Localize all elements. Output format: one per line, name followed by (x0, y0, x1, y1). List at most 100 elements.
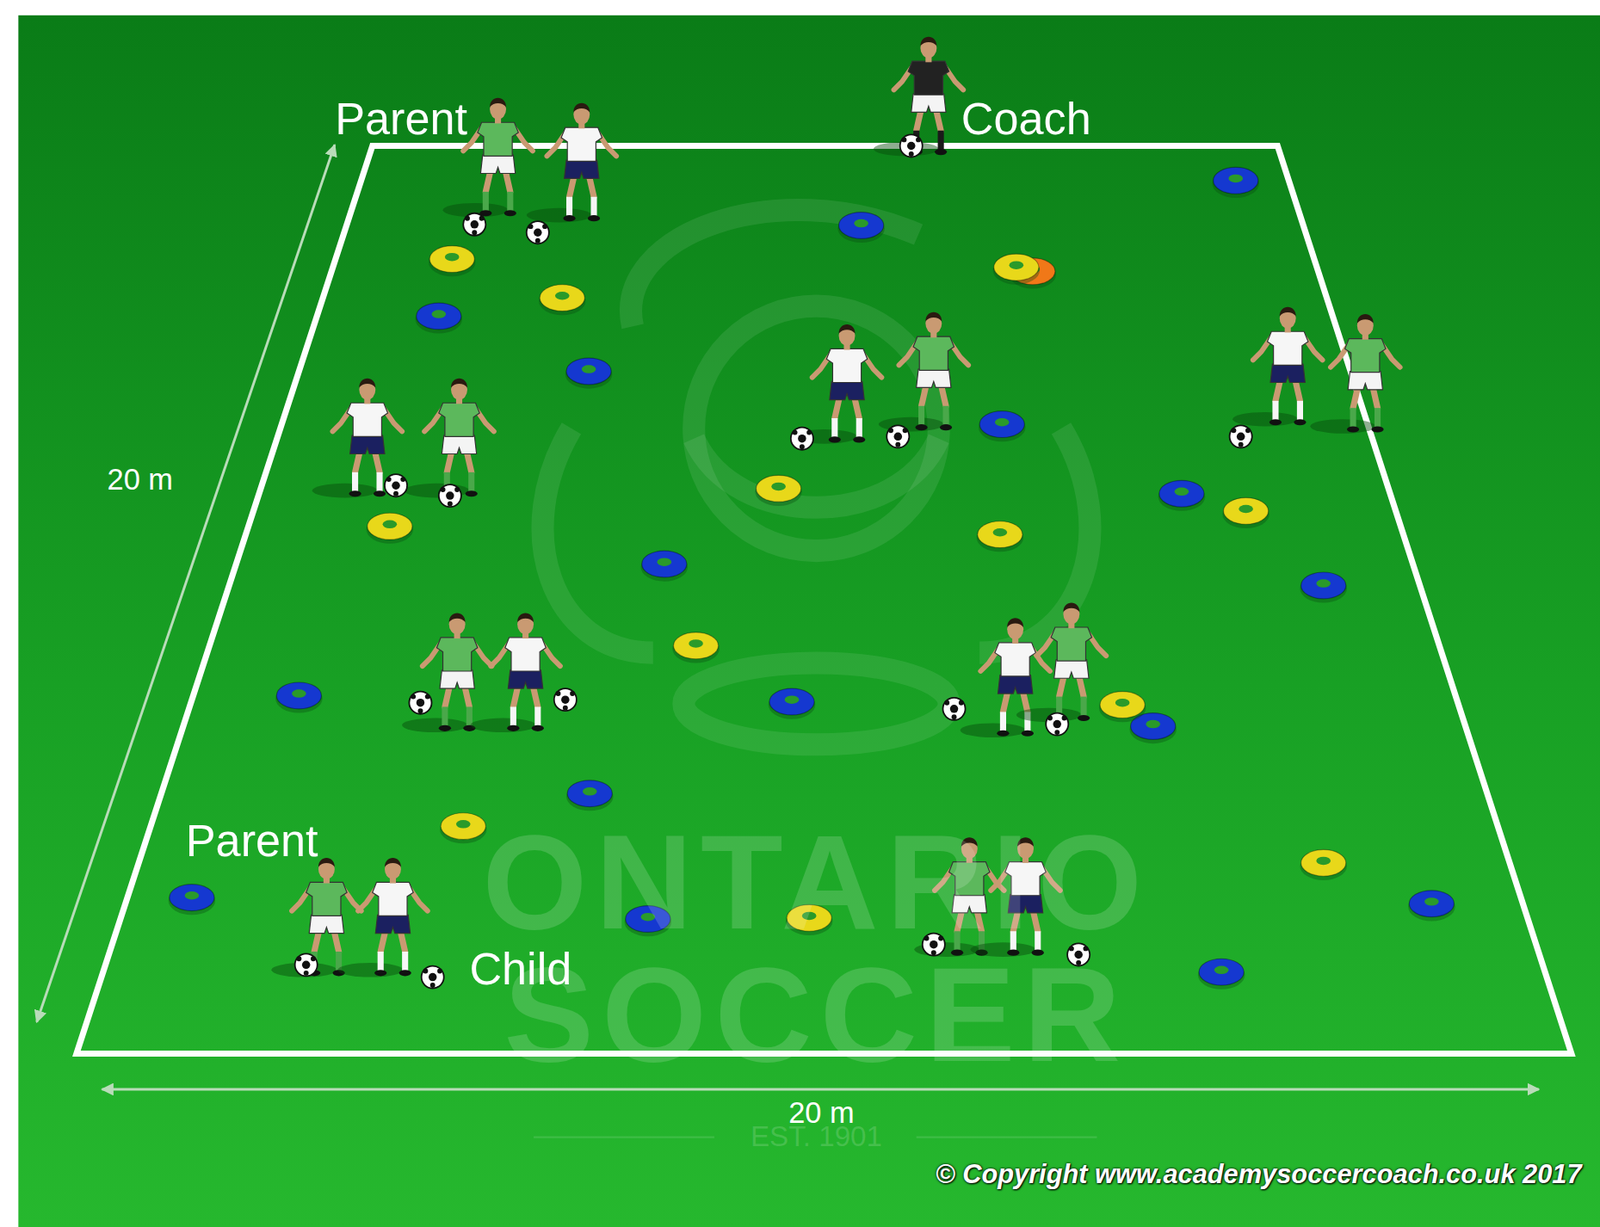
ball-patch (901, 136, 907, 143)
ball-patch (302, 961, 310, 970)
player-hair (839, 324, 856, 334)
player-hair (449, 612, 466, 623)
role-label: Coach (961, 94, 1092, 144)
player-boot (506, 725, 519, 732)
cone-hole (185, 891, 200, 900)
cone-hole (688, 639, 704, 648)
ball-patch (1054, 729, 1060, 736)
marker-cone (1211, 166, 1260, 198)
player-boot (373, 490, 386, 497)
ball-body (886, 425, 909, 448)
cone-hole (1009, 260, 1025, 269)
cone-disc (1301, 572, 1347, 600)
marker-cone (566, 780, 614, 812)
dimension-label: 20 m (788, 1097, 854, 1131)
marker-cone (439, 813, 488, 845)
cone-hole (784, 695, 800, 704)
marker-cone (1158, 480, 1206, 512)
cone-hole (456, 820, 471, 828)
logo-swirl (543, 428, 654, 654)
player-shorts (1054, 660, 1089, 679)
soccer-ball (1229, 425, 1253, 448)
soccer-ball (438, 484, 462, 507)
ball-patch (410, 694, 416, 700)
dimension-arrow (37, 144, 335, 1022)
ball-body (463, 213, 486, 236)
ball-patch (440, 487, 446, 493)
ball-patch (1053, 720, 1062, 729)
soccer-ball (384, 474, 408, 497)
cone-hole (1315, 579, 1331, 587)
player-hair (925, 312, 942, 322)
marker-cone (538, 284, 587, 316)
cone-hole (444, 253, 460, 261)
player-shadow (312, 483, 378, 499)
ball-patch (400, 476, 406, 482)
player-shorts (829, 381, 865, 400)
ball-patch (888, 427, 894, 433)
marker-cone (1198, 958, 1246, 990)
player-shorts (350, 435, 385, 454)
ball-body (1229, 425, 1253, 448)
player-figure (337, 858, 427, 978)
ball-patch (950, 704, 958, 713)
ball-patch (1245, 427, 1251, 433)
cone-disc (1301, 849, 1347, 877)
ball-body (421, 966, 445, 989)
player-hair (920, 37, 937, 47)
player-shorts (1270, 364, 1305, 383)
player-sock (831, 418, 838, 439)
cone-hole (1238, 505, 1254, 513)
cone-hole (1315, 857, 1331, 865)
marker-cone (993, 253, 1041, 285)
soccer-ball (408, 691, 432, 715)
copyright-notice: © Copyright www.academysoccercoach.co.uk… (935, 1160, 1582, 1190)
player-sock (566, 197, 573, 217)
cone-hole (1145, 720, 1161, 729)
player-boot (914, 424, 927, 431)
ball-patch (417, 708, 423, 714)
player-shadow (337, 963, 403, 978)
watermark-logo (543, 210, 1091, 745)
player-shadow (1016, 708, 1082, 723)
ball-patch (806, 430, 812, 436)
ball-patch (895, 442, 901, 448)
ball-patch (569, 691, 575, 697)
player-shadow (1309, 419, 1376, 434)
player-shirt (1266, 331, 1308, 365)
ball-patch (437, 969, 443, 975)
cone-hole (291, 689, 307, 698)
player-sock (1374, 407, 1381, 428)
cone-hole (1228, 174, 1243, 183)
ball-patch (533, 228, 542, 237)
ball-patch (902, 427, 909, 433)
player-shorts (564, 160, 600, 179)
cone-hole (771, 482, 786, 491)
ball-patch (386, 476, 392, 482)
soccer-ball (886, 425, 909, 448)
ball-patch (422, 969, 428, 975)
player-sock (590, 197, 597, 217)
soccer-ball (526, 221, 550, 244)
marker-cone (641, 550, 689, 582)
cone-disc (566, 358, 612, 385)
soccer-ball (900, 134, 923, 157)
player-boot (587, 215, 600, 222)
marker-cone (754, 475, 803, 507)
cone-disc (769, 688, 815, 716)
soccer-ball (421, 966, 445, 989)
role-label: Child (469, 945, 572, 995)
player-boot (531, 725, 544, 732)
marker-cone (837, 212, 885, 244)
marker-cone (1222, 497, 1270, 529)
player-shorts (480, 154, 515, 173)
player-hair (1279, 307, 1297, 317)
player-figure (401, 612, 492, 733)
player-figure (878, 312, 969, 433)
ball-patch (1236, 432, 1245, 441)
player-sock (1297, 401, 1304, 421)
ball-patch (430, 982, 436, 989)
player-shorts (375, 914, 410, 933)
player-sock (466, 706, 473, 727)
player-hair (1006, 617, 1024, 628)
